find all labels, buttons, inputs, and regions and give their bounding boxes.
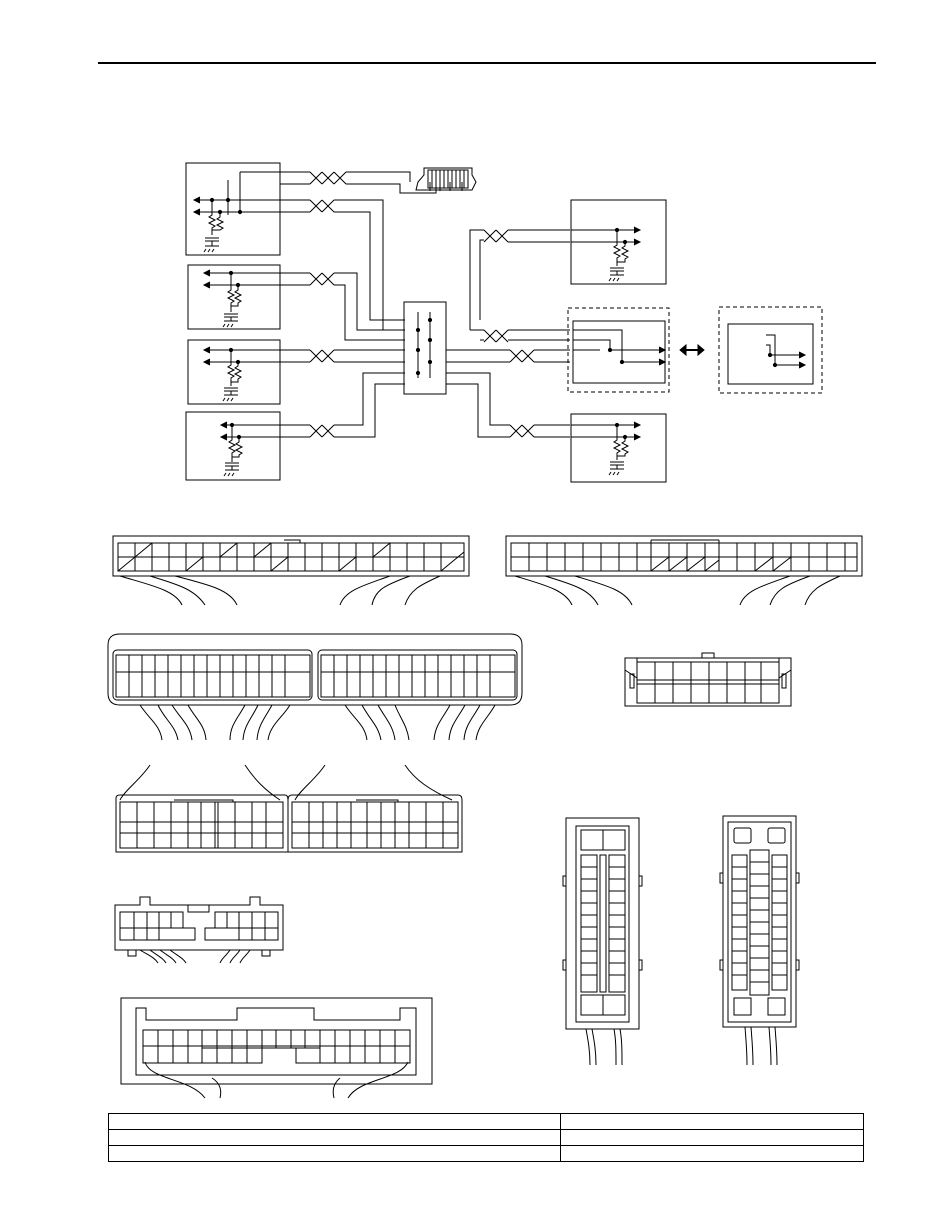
connector-i <box>719 815 800 1066</box>
table-cell <box>560 1129 864 1146</box>
left-module-3 <box>187 339 281 405</box>
connector-b <box>505 535 863 606</box>
left-module-1 <box>185 162 281 256</box>
table-row <box>108 1129 864 1146</box>
twisted-pairs-left <box>280 171 437 438</box>
right-module-1 <box>570 199 667 285</box>
left-module-4 <box>185 411 281 481</box>
alternate-module <box>718 306 823 394</box>
double-arrow-icon <box>679 343 705 357</box>
connector-g <box>120 997 433 1099</box>
table-cell <box>560 1113 864 1130</box>
table-cell <box>560 1145 864 1162</box>
table-row <box>108 1145 864 1162</box>
table-cell <box>108 1113 561 1130</box>
table-cell <box>108 1145 561 1162</box>
legend-table <box>108 1113 864 1162</box>
connector-a <box>112 535 470 606</box>
right-module-3 <box>570 413 667 483</box>
right-module-2 <box>567 307 670 393</box>
connector-h <box>562 817 643 1066</box>
junction-block <box>403 301 447 395</box>
connector-e <box>115 764 463 853</box>
connector-d <box>624 652 792 707</box>
diagnostic-connector <box>415 167 477 191</box>
twisted-pairs-right <box>446 229 570 438</box>
left-module-2 <box>187 264 281 330</box>
connector-f <box>114 896 284 964</box>
header-rule <box>98 62 876 64</box>
table-cell <box>108 1129 561 1146</box>
connector-c <box>107 633 523 741</box>
table-row <box>108 1113 864 1130</box>
